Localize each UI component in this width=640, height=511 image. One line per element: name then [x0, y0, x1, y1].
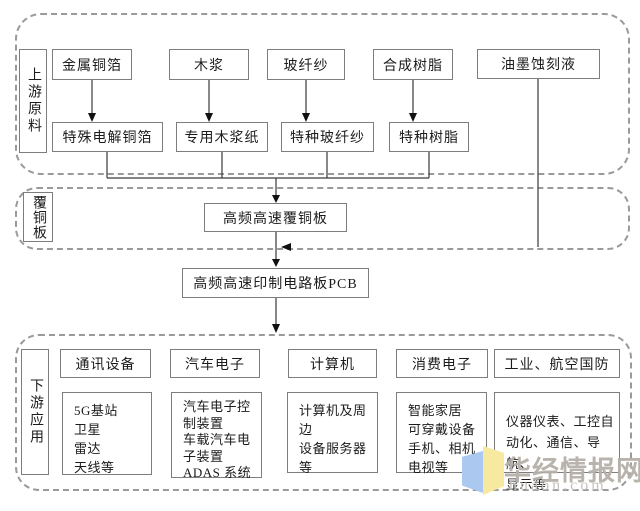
huaon-logo-blue-panel — [462, 451, 483, 493]
category-industrial-aerospace-defense: 工业、航空国防 — [494, 349, 620, 378]
watermark-site-name: 华经情报网 — [504, 456, 640, 486]
node-hf-hs-ccl: 高频高速覆铜板 — [204, 203, 347, 232]
downstream-section-frame — [15, 334, 632, 491]
node-special-glass-fiber-yarn: 特种玻纤纱 — [281, 122, 374, 152]
node-special-electrolytic-copper-foil: 特殊电解铜箔 — [52, 122, 163, 152]
category-automotive-electronics: 汽车电子 — [170, 349, 260, 378]
category-communication-equipment: 通讯设备 — [60, 349, 151, 378]
items-consumer-electronics: 智能家居 可穿戴设备 手机、相机 电视等 — [396, 392, 487, 475]
items-communication-equipment: 5G基站 卫星 雷达 天线等 — [62, 392, 152, 475]
ccl-section-frame — [15, 187, 630, 250]
items-automotive-electronics: 汽车电子控 制装置 车载汽车电 子装置 ADAS 系统 — [171, 392, 262, 480]
node-metal-copper-foil: 金属铜箔 — [52, 49, 132, 80]
huaon-logo-icon — [461, 446, 505, 496]
node-special-resin: 特种树脂 — [389, 122, 469, 152]
category-consumer-electronics: 消费电子 — [396, 349, 488, 378]
node-glass-fiber-yarn: 玻纤纱 — [267, 49, 345, 80]
ccl-section-label: 覆铜板 — [23, 192, 53, 242]
items-computer: 计算机及周 边 设备服务器 等 — [287, 392, 378, 475]
downstream-section-label: 下游应用 — [21, 349, 49, 475]
category-computer: 计算机 — [288, 349, 377, 378]
node-hf-hs-pcb: 高频高速印制电路板PCB — [182, 268, 369, 298]
node-special-wood-pulp-paper: 专用木浆纸 — [176, 122, 268, 152]
node-synthetic-resin: 合成树脂 — [373, 49, 453, 80]
upstream-section-label: 上游原料 — [19, 49, 47, 153]
node-ink-etching-liquid: 油墨蚀刻液 — [477, 49, 600, 79]
watermark-site-domain: huaon.com — [509, 477, 607, 494]
upstream-section-frame — [15, 13, 630, 175]
huaon-logo-yellow-panel — [483, 446, 504, 495]
node-wood-pulp: 木浆 — [169, 49, 249, 80]
items-industrial-aerospace-defense: 仪器仪表、工控自 动化、通信、导航、 显示等 — [494, 392, 620, 492]
